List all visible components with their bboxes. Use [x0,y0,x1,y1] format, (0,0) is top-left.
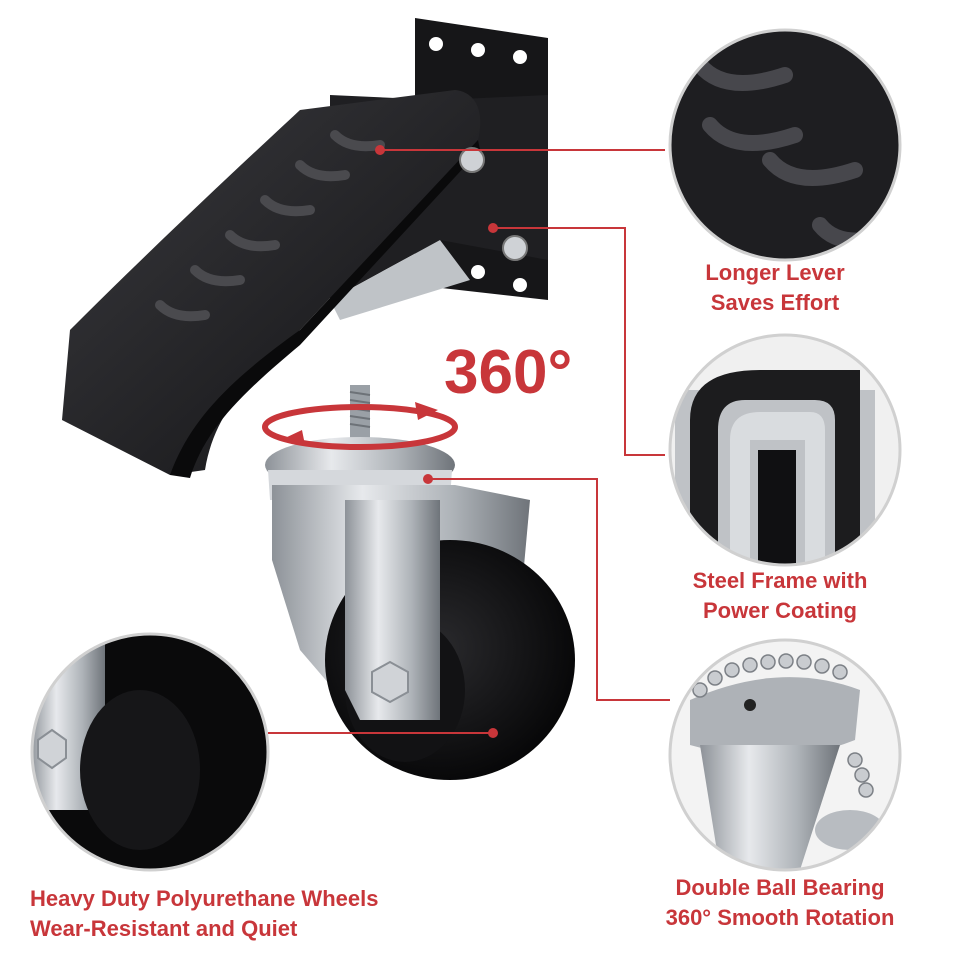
callout-lever: Longer Lever Saves Effort [660,258,890,318]
callout-wheels: Heavy Duty Polyurethane Wheels Wear-Resi… [30,884,450,944]
callout-frame-line2: Power Coating [702,598,857,623]
callout-bearing: Double Ball Bearing 360° Smooth Rotation [640,873,920,933]
bolt-icon [502,235,528,261]
caster-wheel-assembly [262,385,575,780]
callout-lever-line2: Saves Effort [710,290,840,315]
callout-frame-line1: Steel Frame with [692,568,868,593]
detail-circle-frame [668,333,902,567]
callout-wheels-line2: Wear-Resistant and Quiet [30,916,298,941]
rotation-arrow-icon [262,404,458,450]
callout-bearing-line2: 360° Smooth Rotation [665,905,895,930]
axle-nut-icon [371,660,409,704]
lever-bracket [62,18,548,478]
detail-circle-bearing [668,638,902,872]
axle-nut-icon [37,728,67,770]
rotation-label: 360° [444,338,573,407]
callout-dots [375,145,498,738]
grip-ridges [155,130,385,322]
callout-lines [268,149,670,734]
callout-frame: Steel Frame with Power Coating [660,566,900,626]
callout-lever-line1: Longer Lever [705,260,845,285]
lever-pedal [62,90,481,475]
bolt-icon [459,147,485,173]
callout-bearing-line1: Double Ball Bearing [675,875,885,900]
ball-bearings [692,653,874,798]
callout-wheels-line1: Heavy Duty Polyurethane Wheels [30,886,379,911]
detail-circle-wheel [30,632,270,872]
detail-circle-grip [668,28,902,262]
